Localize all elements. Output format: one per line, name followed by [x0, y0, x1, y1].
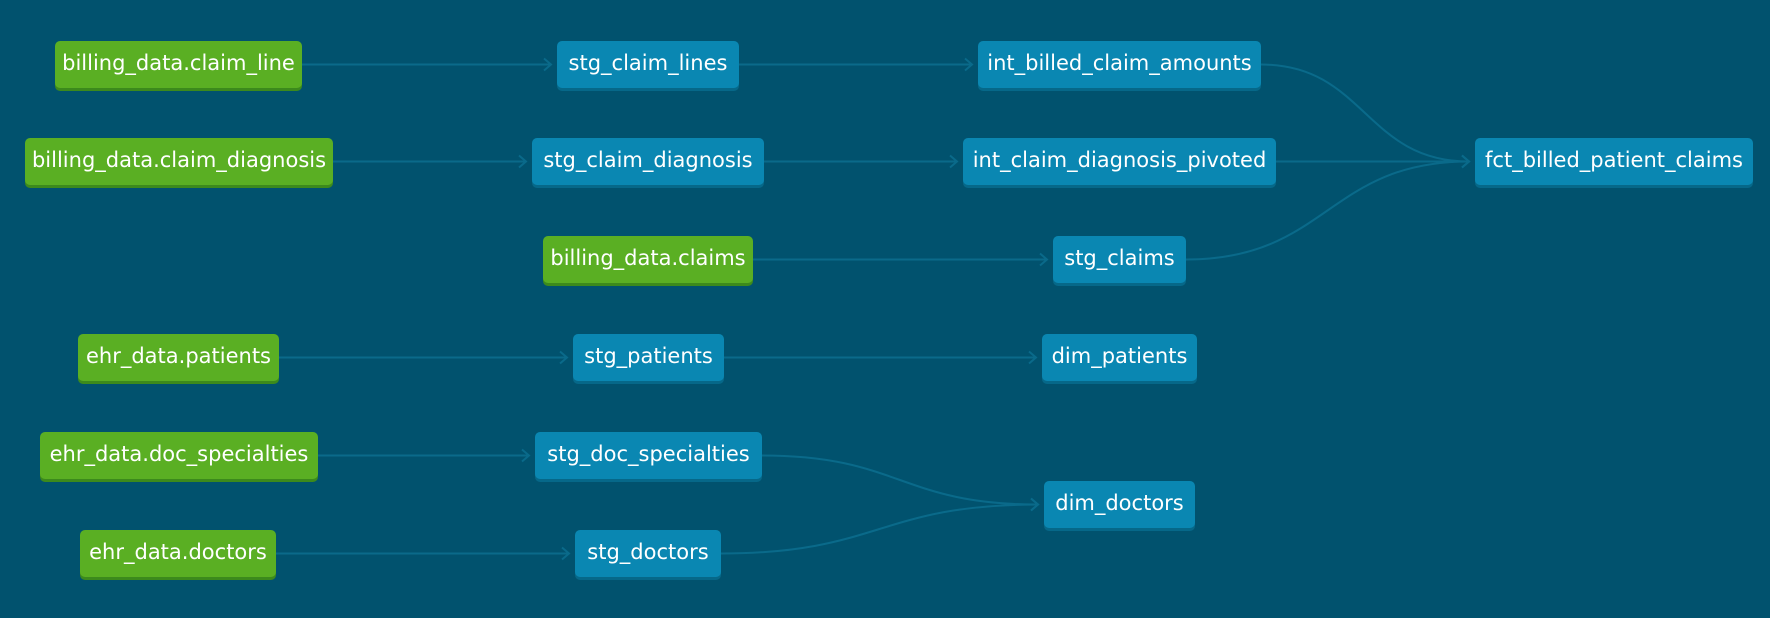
- node-fct-billed-patient-claims[interactable]: fct_billed_patient_claims: [1475, 138, 1753, 185]
- node-stg-claims[interactable]: stg_claims: [1053, 236, 1186, 283]
- node-ehr-data-doc-specialties[interactable]: ehr_data.doc_specialties: [40, 432, 318, 479]
- edge-line: [1185, 160, 1470, 261]
- node-int-billed-claim-amounts[interactable]: int_billed_claim_amounts: [978, 41, 1261, 88]
- node-dim-doctors[interactable]: dim_doctors: [1044, 481, 1195, 528]
- node-stg-claim-lines[interactable]: stg_claim_lines: [557, 41, 739, 88]
- node-dim-patients[interactable]: dim_patients: [1042, 334, 1197, 381]
- node-int-claim-diagnosis-pivoted[interactable]: int_claim_diagnosis_pivoted: [963, 138, 1276, 185]
- edge-arrowhead: [543, 57, 553, 72]
- edge-arrowhead: [1461, 154, 1471, 169]
- node-billing-data-claim-diagnosis[interactable]: billing_data.claim_diagnosis: [25, 138, 333, 185]
- edge-arrowhead: [1028, 350, 1038, 365]
- edge-arrowhead: [561, 546, 571, 561]
- node-ehr-data-doctors[interactable]: ehr_data.doctors: [80, 530, 276, 577]
- node-billing-data-claims[interactable]: billing_data.claims: [543, 236, 753, 283]
- edge-arrowhead: [518, 154, 528, 169]
- edge-arrowhead: [964, 57, 974, 72]
- node-stg-patients[interactable]: stg_patients: [573, 334, 724, 381]
- edge-arrowhead: [559, 350, 569, 365]
- node-billing-data-claim-line[interactable]: billing_data.claim_line: [55, 41, 302, 88]
- node-stg-doctors[interactable]: stg_doctors: [575, 530, 721, 577]
- node-stg-claim-diagnosis[interactable]: stg_claim_diagnosis: [532, 138, 764, 185]
- node-stg-doc-specialties[interactable]: stg_doc_specialties: [535, 432, 762, 479]
- edge-arrowhead: [1039, 252, 1049, 267]
- edge-arrowhead: [521, 448, 531, 463]
- edge-arrowhead: [949, 154, 959, 169]
- edge-line: [1260, 63, 1470, 163]
- edge-line: [761, 454, 1039, 506]
- edge-line: [720, 503, 1039, 555]
- edge-arrowhead: [1030, 497, 1040, 512]
- node-ehr-data-patients[interactable]: ehr_data.patients: [78, 334, 279, 381]
